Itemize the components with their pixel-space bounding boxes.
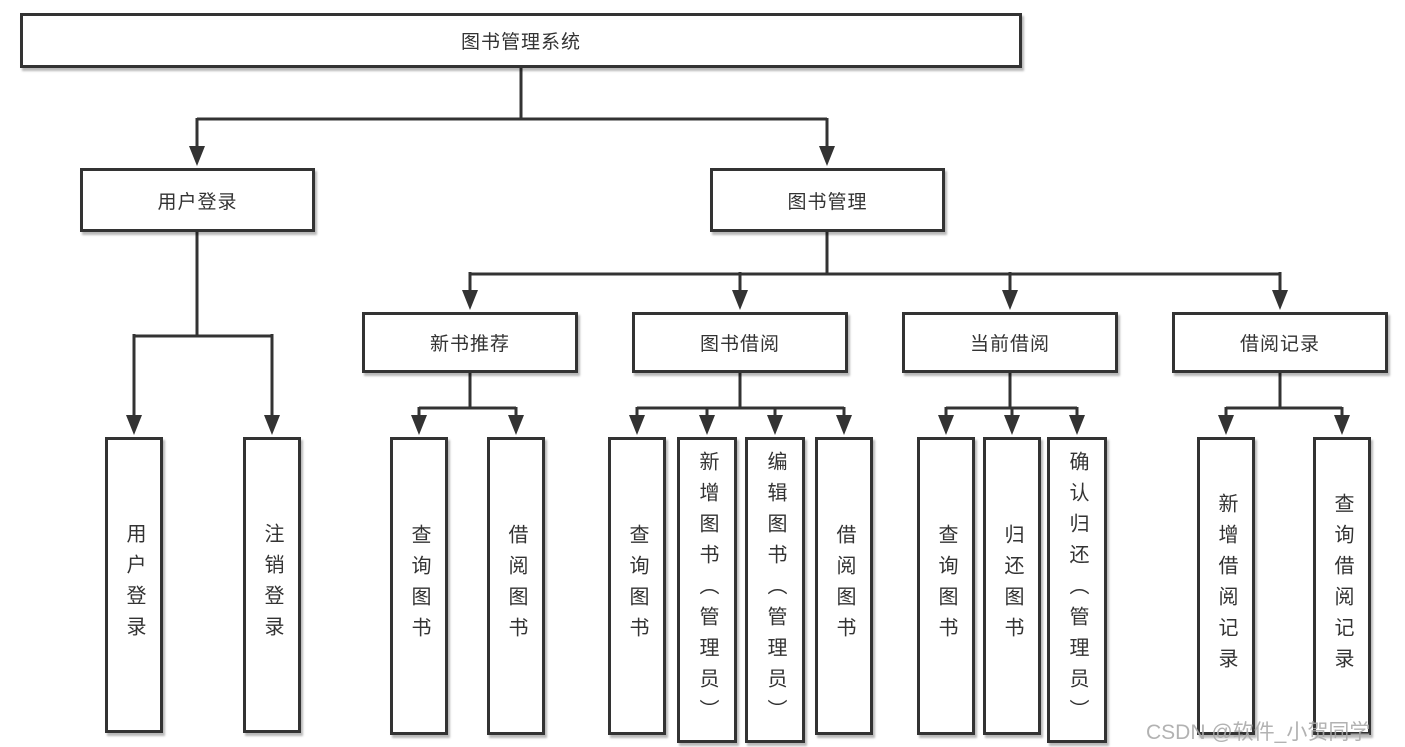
node-current-borrowing-label: 当前借阅	[969, 334, 1050, 355]
leaf-query-books-3: 查询图书	[917, 437, 975, 735]
node-root-label: 图书管理系统	[460, 32, 581, 53]
node-book-management: 图书管理	[710, 168, 945, 232]
leaf-query-books-2-label: 查询图书	[626, 524, 648, 648]
leaf-borrow-books-1: 借阅图书	[487, 437, 545, 735]
node-current-borrowing: 当前借阅	[902, 312, 1118, 373]
node-book-borrowing-label: 图书借阅	[699, 334, 780, 355]
leaf-return-book: 归还图书	[983, 437, 1041, 735]
leaf-query-books-1-label: 查询图书	[408, 524, 430, 648]
leaf-query-borrow-record: 查询借阅记录	[1313, 437, 1371, 735]
leaf-add-borrow-record-label: 新增借阅记录	[1215, 493, 1237, 679]
node-book-borrowing: 图书借阅	[632, 312, 848, 373]
leaf-query-borrow-record-label: 查询借阅记录	[1331, 493, 1353, 679]
leaf-confirm-return-admin: 确认归还（管理员）	[1047, 437, 1107, 743]
leaf-borrow-books-2: 借阅图书	[815, 437, 873, 735]
leaf-user-login: 用户登录	[105, 437, 163, 733]
node-root: 图书管理系统	[20, 13, 1022, 68]
node-borrow-records-label: 借阅记录	[1239, 334, 1320, 355]
leaf-user-login-label: 用户登录	[123, 523, 145, 647]
node-new-book-recommend: 新书推荐	[362, 312, 578, 373]
leaf-return-book-label: 归还图书	[1001, 524, 1023, 648]
node-user-login-label: 用户登录	[157, 191, 238, 213]
leaf-query-books-2: 查询图书	[608, 437, 666, 735]
leaf-add-book-admin: 新增图书（管理员）	[677, 437, 737, 743]
arrow-heads	[126, 146, 1350, 435]
node-user-login: 用户登录	[80, 168, 315, 232]
tree-edges	[132, 68, 1344, 420]
leaf-confirm-return-admin-label: 确认归还（管理员）	[1066, 450, 1088, 730]
leaf-borrow-books-2-label: 借阅图书	[833, 524, 855, 648]
leaf-add-borrow-record: 新增借阅记录	[1197, 437, 1255, 735]
leaf-borrow-books-1-label: 借阅图书	[505, 524, 527, 648]
leaf-query-books-3-label: 查询图书	[935, 524, 957, 648]
watermark: CSDN @软件_小贺同学	[1146, 721, 1371, 744]
leaf-edit-book-admin: 编辑图书（管理员）	[745, 437, 805, 743]
leaf-query-books-1: 查询图书	[390, 437, 448, 735]
node-book-management-label: 图书管理	[787, 191, 868, 213]
leaf-edit-book-admin-label: 编辑图书（管理员）	[764, 450, 786, 730]
leaf-logout-label: 注销登录	[261, 523, 283, 647]
node-new-book-recommend-label: 新书推荐	[429, 334, 510, 355]
leaf-add-book-admin-label: 新增图书（管理员）	[696, 450, 718, 730]
leaf-logout: 注销登录	[243, 437, 301, 733]
node-borrow-records: 借阅记录	[1172, 312, 1388, 373]
